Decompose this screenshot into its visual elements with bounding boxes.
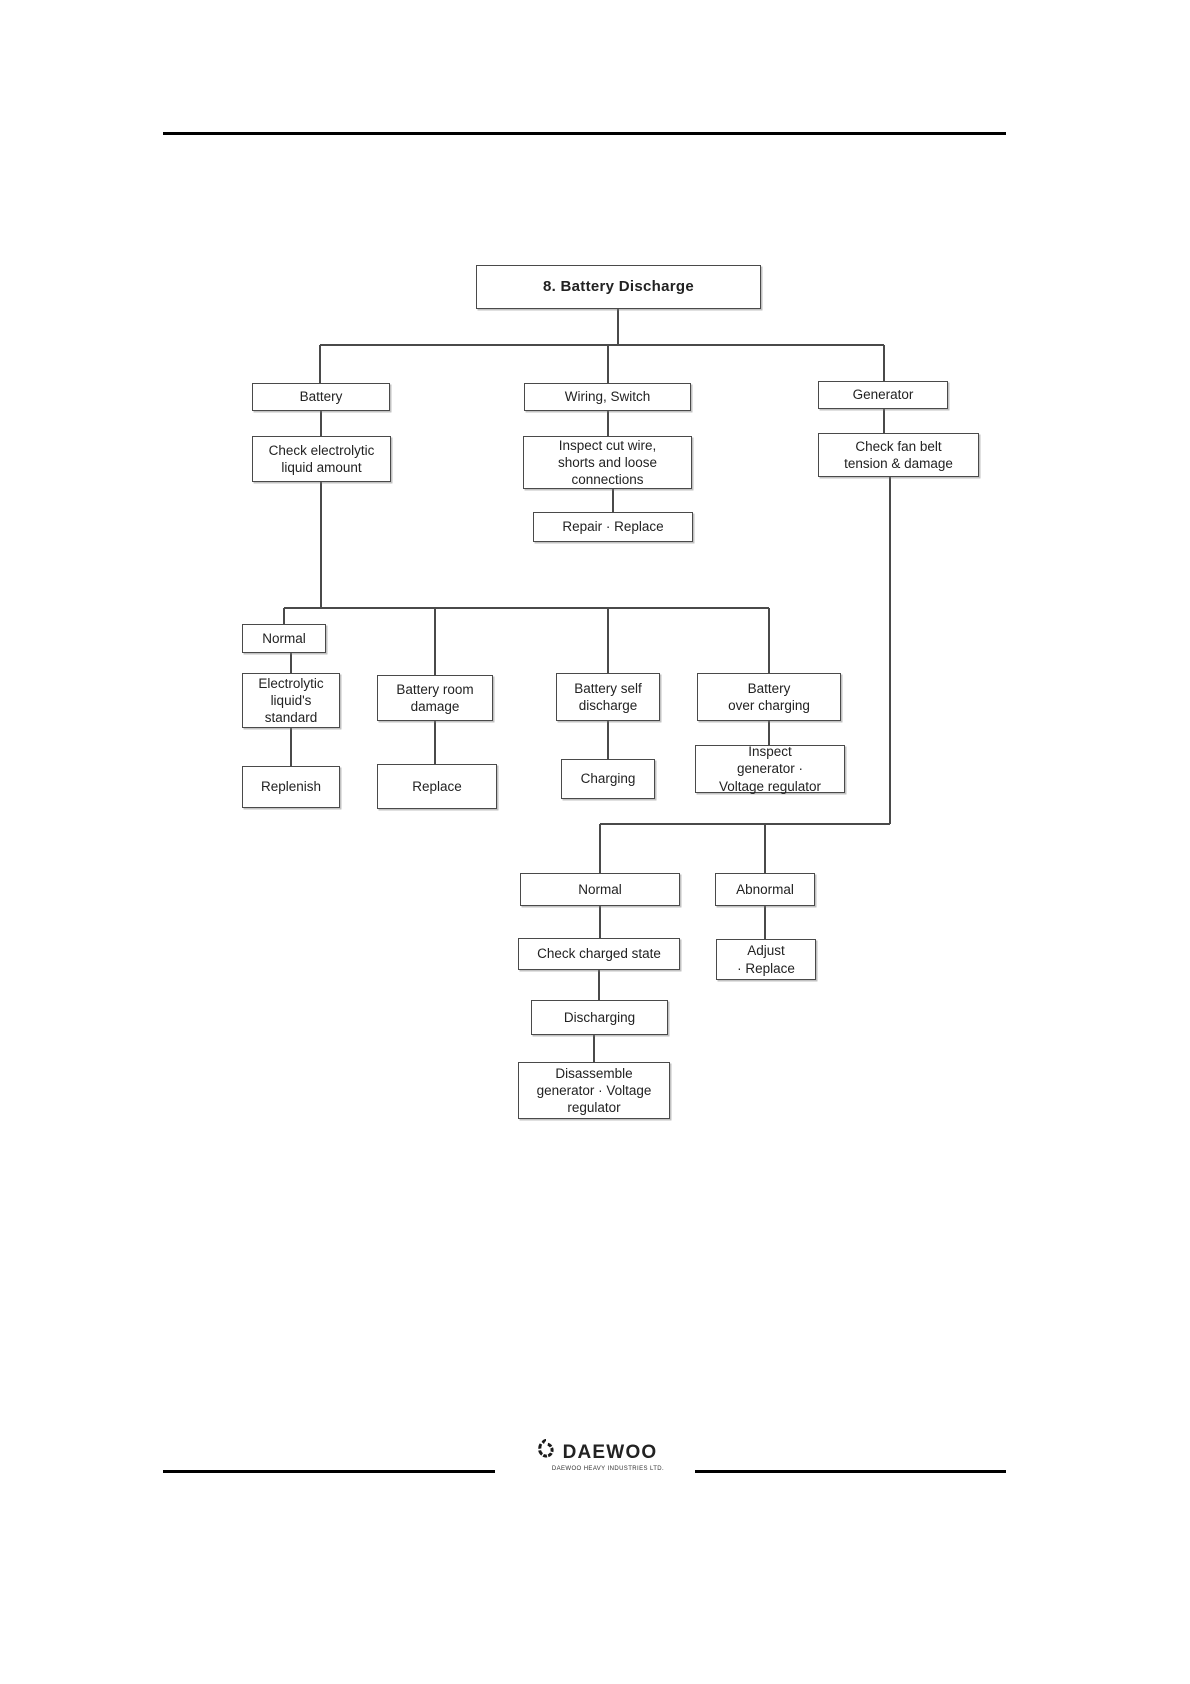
flow-node-charging: Charging: [561, 759, 655, 799]
header-rule: [163, 132, 1006, 135]
flow-node-check-electro: Check electrolytic liquid amount: [252, 436, 391, 482]
flow-node-generator: Generator: [818, 381, 948, 409]
flow-node-abnormal: Abnormal: [715, 873, 815, 906]
flow-node-inspect-gen: Inspect generator · Voltage regulator: [695, 744, 845, 794]
brand-subtext: DAEWOO HEAVY INDUSTRIES LTD.: [551, 1466, 665, 1472]
flow-node-disassemble: Disassemble generator · Voltage regulato…: [518, 1062, 670, 1119]
flow-node-inspect-wire: Inspect cut wire, shorts and loose conne…: [523, 436, 692, 489]
flow-node-normal-1: Normal: [242, 624, 326, 653]
flow-node-check-fan-belt: Check fan belt tension & damage: [818, 433, 979, 477]
daewoo-shell-logo-icon: [533, 1437, 559, 1468]
flow-node-electrolytic-std: Electrolytic liquid's standard: [242, 673, 340, 728]
flow-node-adjust-replace: Adjust · Replace: [716, 939, 816, 980]
footer-brand: DAEWOO DAEWOO HEAVY INDUSTRIES LTD.: [495, 1437, 695, 1481]
flow-node-discharging: Discharging: [531, 1000, 668, 1035]
brand-wordmark: DAEWOO: [562, 1441, 658, 1463]
flow-node-wiring: Wiring, Switch: [524, 383, 691, 411]
flow-node-check-charged: Check charged state: [518, 938, 680, 970]
flow-node-title: 8. Battery Discharge: [476, 265, 761, 309]
flow-node-battery-self: Battery self discharge: [556, 673, 660, 721]
flow-node-repair-replace: Repair · Replace: [533, 512, 693, 542]
flow-node-replenish: Replenish: [242, 766, 340, 808]
flow-node-battery-over: Battery over charging: [697, 673, 841, 721]
flow-node-battery-room: Battery room damage: [377, 675, 493, 721]
flow-node-normal-2: Normal: [520, 873, 680, 906]
flow-node-battery: Battery: [252, 383, 390, 411]
flow-node-replace: Replace: [377, 764, 497, 809]
